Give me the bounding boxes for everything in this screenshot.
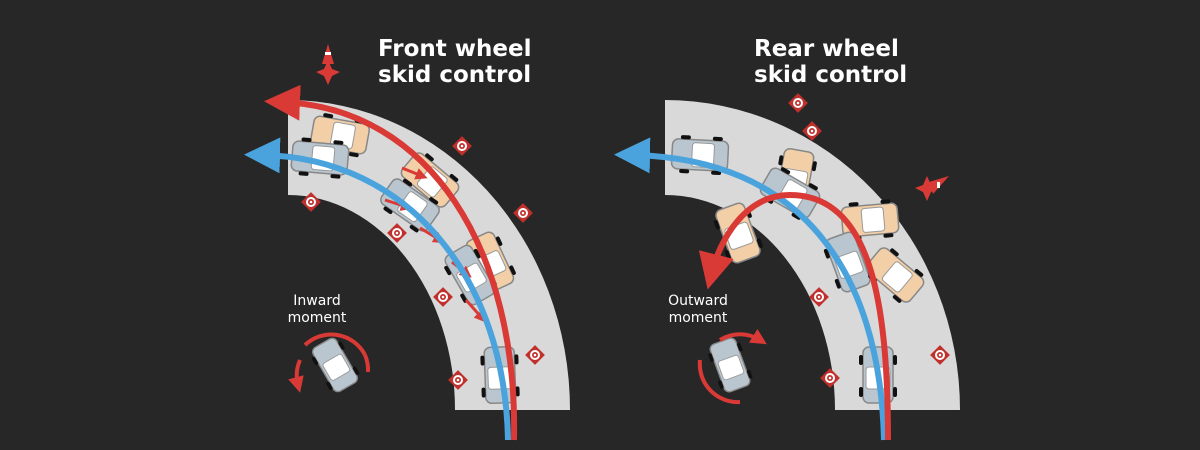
spun-cone-right [915,176,949,201]
inward-line2: moment [287,310,347,326]
spun-cone-left [316,44,340,85]
outward-moment-icon [697,328,767,405]
front-wheel-title: Front wheel skid control [378,36,531,88]
front-title-line1: Front wheel [378,36,532,62]
red-path-right [698,191,891,441]
outward-line2: moment [668,310,728,326]
rear-wheel-title: Rear wheel skid control [754,36,907,88]
inward-moment-icon [288,332,371,397]
outward-line1: Outward [668,293,728,309]
red-path-left [264,84,518,441]
blue-path-left [244,137,511,441]
inward-moment-label: Inward moment [282,293,352,327]
front-title-line2: skid control [378,62,532,88]
outward-moment-label: Outward moment [658,293,738,327]
rear-title-line1: Rear wheel [754,36,899,62]
inward-line1: Inward [293,293,341,309]
rear-title-line2: skid control [754,62,908,88]
blue-path-right [614,137,887,441]
